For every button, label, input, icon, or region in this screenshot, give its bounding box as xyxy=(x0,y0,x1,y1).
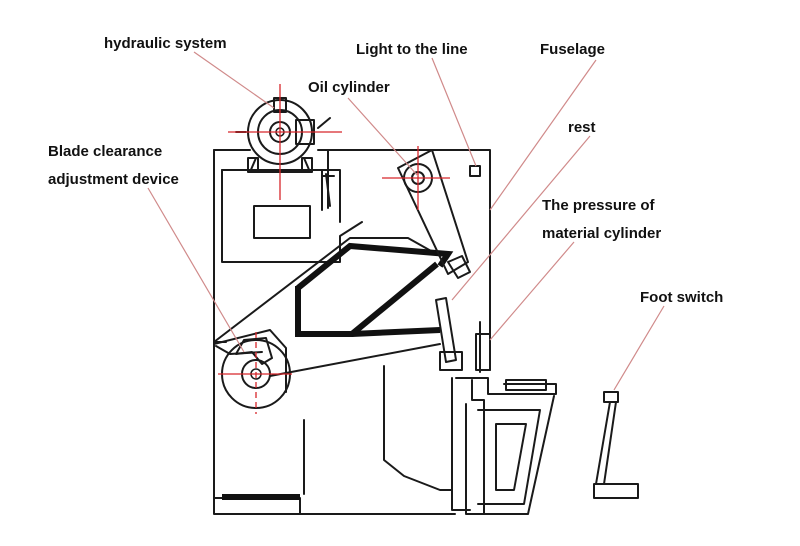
label-hydraulic-system: hydraulic system xyxy=(104,35,227,52)
material-table xyxy=(451,377,557,515)
label-light-to-the-line: Light to the line xyxy=(356,41,468,58)
label-pressure-line2: material cylinder xyxy=(542,225,661,242)
lower-housing xyxy=(303,365,453,495)
light-bracket xyxy=(469,165,481,177)
upper-housing xyxy=(221,169,363,263)
rest-guide xyxy=(435,297,491,373)
label-rest: rest xyxy=(568,119,596,136)
label-pressure-line1: The pressure of xyxy=(542,197,656,214)
label-blade-clearance-line1: Blade clearance xyxy=(48,143,162,160)
oil-cylinder xyxy=(382,146,471,279)
label-blade-clearance-line2: adjustment device xyxy=(48,171,179,188)
labels: hydraulic system Light to the line Fusel… xyxy=(48,35,723,306)
label-oil-cylinder: Oil cylinder xyxy=(308,79,390,96)
blade-carrier xyxy=(213,237,454,377)
label-fuselage: Fuselage xyxy=(540,41,605,58)
foot-switch xyxy=(593,391,639,499)
blade-clearance-device xyxy=(213,329,292,414)
label-foot-switch: Foot switch xyxy=(640,289,723,306)
machine-frame xyxy=(213,149,491,515)
hydraulic-system xyxy=(228,84,342,209)
leader-lines xyxy=(147,51,665,391)
